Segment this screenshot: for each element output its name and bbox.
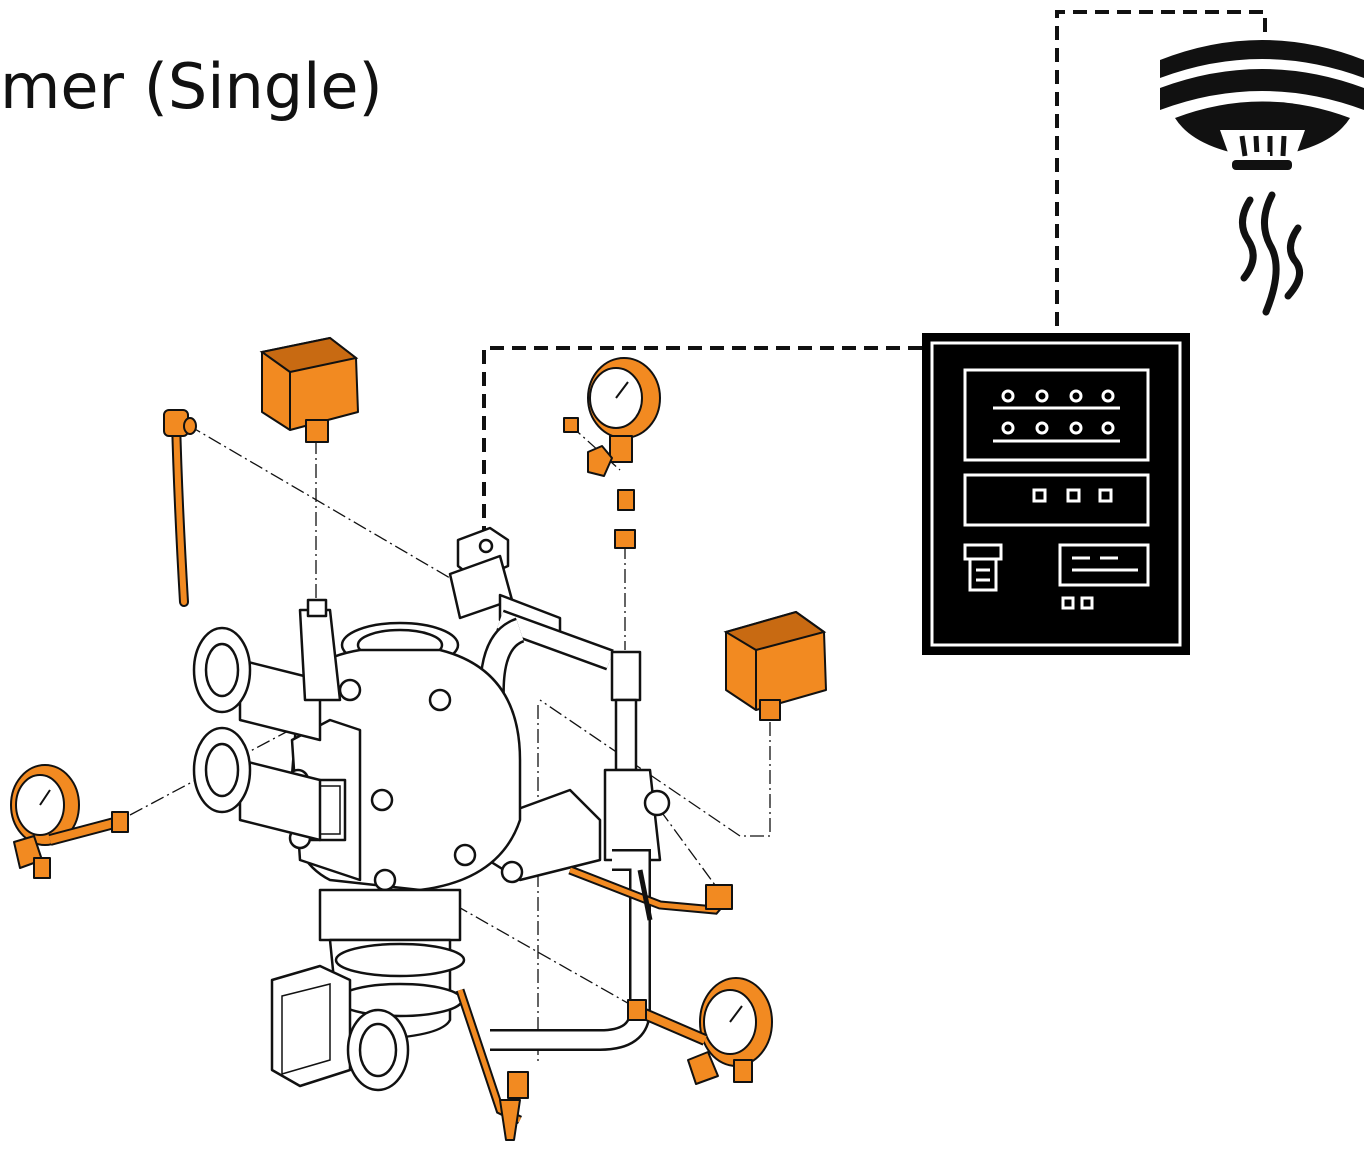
pressure-gauge-icon (10, 764, 129, 879)
fire-control-panel-icon (922, 333, 1190, 655)
flow-switch-box (270, 964, 410, 1092)
pressure-switch-icon (259, 336, 359, 443)
solenoid-wire (482, 346, 922, 538)
handwheel-valves (192, 598, 342, 842)
valve-body (286, 621, 522, 1042)
main-drain (455, 988, 529, 1141)
pressure-gauge-icon (563, 357, 661, 549)
smoke-detector-icon (1160, 40, 1364, 170)
heat-waves-icon (1239, 191, 1304, 316)
drain-fitting (705, 884, 733, 910)
drain-tube (163, 409, 197, 607)
pressure-switch-icon (723, 610, 827, 721)
pressure-gauge-icon (627, 977, 773, 1085)
assembly-leader-lines (129, 424, 771, 1065)
page-title: mer (Single) (0, 50, 383, 123)
detector-wire (1055, 10, 1267, 326)
